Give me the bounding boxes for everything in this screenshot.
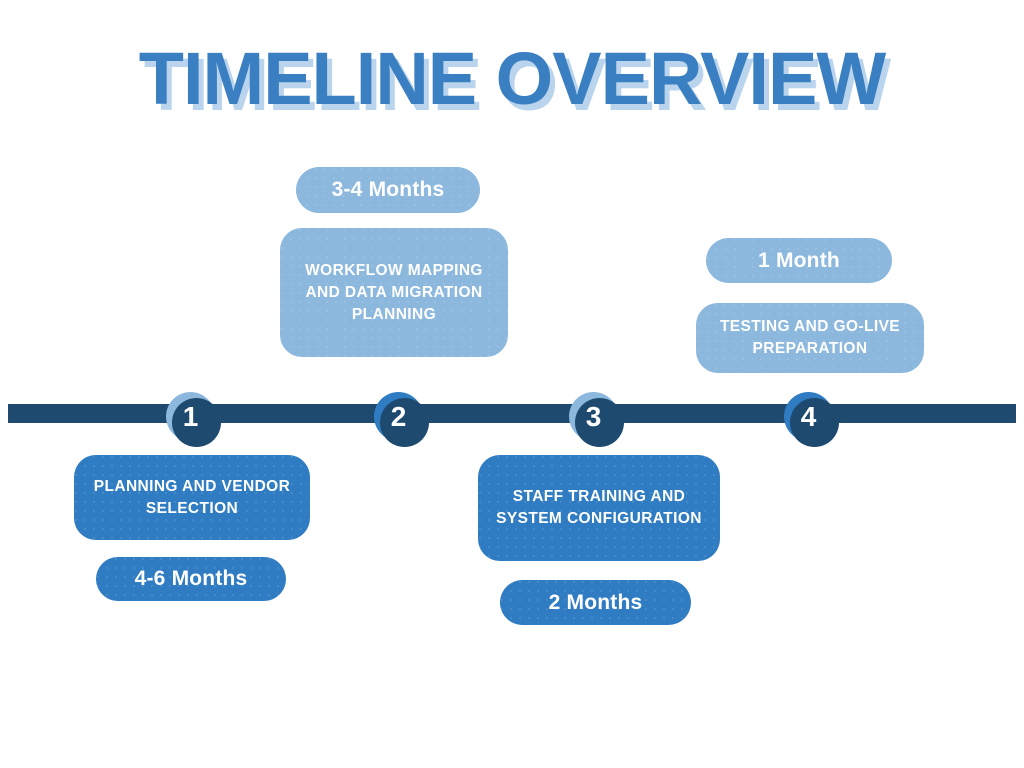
milestone-node-3[interactable]: 3 <box>569 392 624 447</box>
page-title: TIMELINE OVERVIEW <box>138 37 886 120</box>
milestone-1-duration-pill: 4-6 Months <box>96 557 286 601</box>
milestone-node-1[interactable]: 1 <box>166 392 221 447</box>
milestone-1-label-card: PLANNING AND VENDOR SELECTION <box>74 455 310 540</box>
milestone-node-4[interactable]: 4 <box>784 392 839 447</box>
milestone-node-2[interactable]: 2 <box>374 392 429 447</box>
milestone-2-duration-pill: 3-4 Months <box>296 167 480 213</box>
milestone-2-label-card: WORKFLOW MAPPING AND DATA MIGRATION PLAN… <box>280 228 508 357</box>
milestone-4-label-card: TESTING AND GO-LIVE PREPARATION <box>696 303 924 373</box>
timeline-axis <box>8 404 1016 423</box>
milestone-3-label-card: STAFF TRAINING AND SYSTEM CONFIGURATION <box>478 455 720 561</box>
milestone-4-duration-pill: 1 Month <box>706 238 892 283</box>
milestone-3-duration-pill: 2 Months <box>500 580 691 625</box>
